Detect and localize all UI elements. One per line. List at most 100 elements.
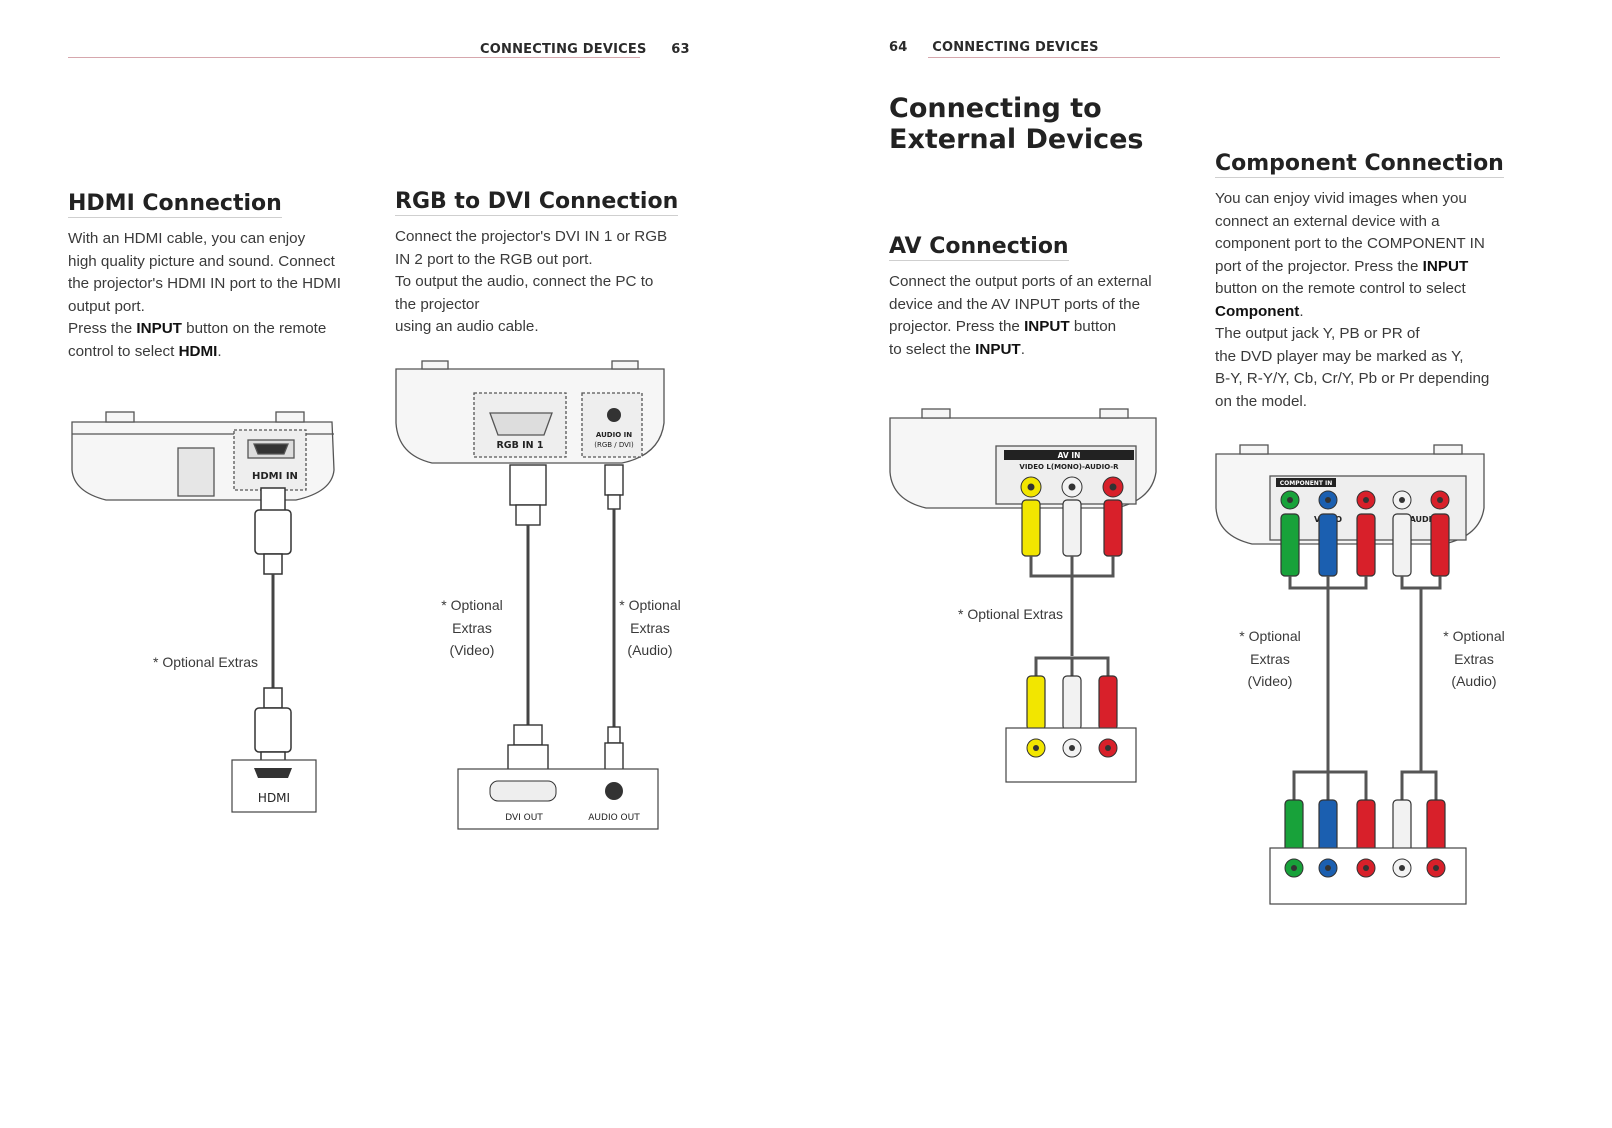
caption-line: Extras xyxy=(1250,650,1290,667)
component-body-text: You can enjoy vivid images when you conne… xyxy=(1215,188,1515,413)
component-section-title: Component Connection xyxy=(1215,151,1504,178)
hdmi-device-label: HDMI xyxy=(258,791,290,805)
component-optional-audio: * Optional Extras (Audio) xyxy=(1434,625,1514,693)
right-page-number: 64 xyxy=(889,40,908,55)
pc-source-device xyxy=(457,768,659,830)
body-line: Connect the output ports of an external xyxy=(889,271,1179,294)
line-text: on the model. xyxy=(1215,392,1308,410)
body-line: connect an external device with a xyxy=(1215,211,1515,234)
hdmi-in-port-label: HDMI IN xyxy=(252,471,298,482)
rgb-dvi-diagram: RGB IN 1 AUDIO IN (RGB / DVI) DVI OUT AU… xyxy=(392,355,672,835)
av-diagram: AV IN VIDEO L(MONO)-AUDIO-R xyxy=(886,400,1166,790)
hdmi-optional-extras: * Optional Extras xyxy=(153,654,259,670)
line-text: To output the audio, connect the PC to xyxy=(395,273,654,290)
audio-in-label: AUDIO IN xyxy=(596,431,632,439)
left-page-number: 63 xyxy=(671,42,690,57)
line-text: . xyxy=(1299,302,1304,320)
line-text: connect an external device with a xyxy=(1215,212,1440,230)
body-line: port of the projector. Press the INPUT xyxy=(1215,256,1515,279)
av-body-text: Connect the output ports of an external d… xyxy=(889,271,1179,361)
right-header-rule xyxy=(928,57,1500,58)
body-line: high quality picture and sound. Connect xyxy=(68,251,358,274)
line-text: to select the xyxy=(889,340,976,358)
line-text: . xyxy=(217,342,222,360)
rgb-optional-video: * Optional Extras (Video) xyxy=(432,594,512,662)
body-line: With an HDMI cable, you can enjoy xyxy=(68,228,358,251)
caption-line: (Audio) xyxy=(627,642,673,658)
av-section-title: AV Connection xyxy=(889,234,1069,261)
line-text: You can enjoy vivid images when you xyxy=(1215,190,1467,207)
av-in-panel-title: AV IN xyxy=(1058,451,1081,460)
caption-line: * Optional xyxy=(619,597,681,613)
line-text: . xyxy=(1020,340,1025,358)
line-bold: INPUT xyxy=(1422,257,1469,275)
component-in-panel-title: COMPONENT IN xyxy=(1280,480,1333,487)
body-line: device and the AV INPUT ports of the xyxy=(889,294,1179,317)
caption-line: (Video) xyxy=(449,642,495,658)
line-text: the projector xyxy=(395,295,480,313)
av-optional-extras: * Optional Extras xyxy=(958,606,1064,622)
caption-line: (Video) xyxy=(1247,673,1293,689)
line-text: Connect the output ports of an external xyxy=(889,273,1152,290)
line-bold: Component xyxy=(1215,302,1300,320)
line-text: control to select xyxy=(68,342,179,360)
line-text: output port. xyxy=(68,297,145,315)
line-text: component port to the COMPONENT IN xyxy=(1215,235,1485,252)
component-diagram: COMPONENT IN VIDEO AUDIO xyxy=(1212,436,1492,910)
body-line: control to select HDMI. xyxy=(68,341,358,364)
body-line: the projector's HDMI IN port to the HDMI xyxy=(68,273,358,296)
right-running-header: 64 CONNECTING DEVICES xyxy=(889,40,1099,55)
caption-line: Extras xyxy=(630,619,670,636)
left-header-text: CONNECTING DEVICES xyxy=(480,42,647,57)
component-audio-label: AUDIO xyxy=(1410,515,1439,524)
dvi-out-label: DVI OUT xyxy=(505,813,543,823)
rgb-optional-audio: * Optional Extras (Audio) xyxy=(610,594,690,662)
projector-illustration xyxy=(395,360,665,464)
body-line: Press the INPUT button on the remote xyxy=(68,318,358,341)
line-text: Press the xyxy=(68,320,137,337)
caption-line: Extras xyxy=(1454,650,1494,667)
hdmi-diagram: HDMI IN HDMI xyxy=(66,400,346,820)
line-text: projector. Press the xyxy=(889,318,1025,335)
line-text: button on the remote control to select xyxy=(1215,280,1466,297)
line-text: port of the projector. Press the xyxy=(1215,257,1423,275)
line-text: B-Y, R-Y/Y, Cb, Cr/Y, Pb or Pr depending xyxy=(1215,370,1490,387)
audio-in-sub-label: (RGB / DVI) xyxy=(594,441,634,449)
body-line: to select the INPUT. xyxy=(889,339,1179,362)
body-line: using an audio cable. xyxy=(395,316,695,339)
line-text: The output jack Y, PB or PR of xyxy=(1215,325,1420,342)
line-text: device and the AV INPUT ports of the xyxy=(889,295,1141,313)
caption-line: (Audio) xyxy=(1451,673,1497,689)
line-text: Connect the projector's DVI IN 1 or RGB xyxy=(395,228,668,245)
page-main-title: Connecting to External Devices xyxy=(889,93,1143,155)
body-line: IN 2 port to the RGB out port. xyxy=(395,249,695,272)
line-bold: HDMI xyxy=(178,342,218,360)
audio-out-label: AUDIO OUT xyxy=(588,813,640,823)
rgb-dvi-body-text: Connect the projector's DVI IN 1 or RGB I… xyxy=(395,226,695,339)
body-line: projector. Press the INPUT button xyxy=(889,316,1179,339)
hdmi-section-title: HDMI Connection xyxy=(68,191,282,218)
caption-line: * Optional xyxy=(441,597,503,613)
main-title-line-2: External Devices xyxy=(889,124,1144,155)
line-text: button xyxy=(1069,318,1117,335)
body-line: output port. xyxy=(68,296,358,319)
line-bold: INPUT xyxy=(975,340,1021,358)
caption-line: * Optional xyxy=(1443,628,1505,644)
right-header-text: CONNECTING DEVICES xyxy=(932,40,1099,55)
body-line: B-Y, R-Y/Y, Cb, Cr/Y, Pb or Pr depending xyxy=(1215,368,1515,391)
body-line: the DVD player may be marked as Y, xyxy=(1215,346,1515,369)
body-line: component port to the COMPONENT IN xyxy=(1215,233,1515,256)
line-text: button on the remote xyxy=(181,320,327,337)
body-line: To output the audio, connect the PC to xyxy=(395,271,695,294)
body-line: You can enjoy vivid images when you xyxy=(1215,188,1515,211)
body-line: on the model. xyxy=(1215,391,1515,414)
caption-line: Extras xyxy=(452,619,492,636)
av-in-panel-title-bg xyxy=(1004,450,1134,460)
body-line: the projector xyxy=(395,294,695,317)
body-line: The output jack Y, PB or PR of xyxy=(1215,323,1515,346)
line-text: the projector's HDMI IN port to the HDMI xyxy=(68,275,341,292)
body-line: Connect the projector's DVI IN 1 or RGB xyxy=(395,226,695,249)
line-text: using an audio cable. xyxy=(395,318,539,335)
projector-illustration xyxy=(71,411,335,501)
